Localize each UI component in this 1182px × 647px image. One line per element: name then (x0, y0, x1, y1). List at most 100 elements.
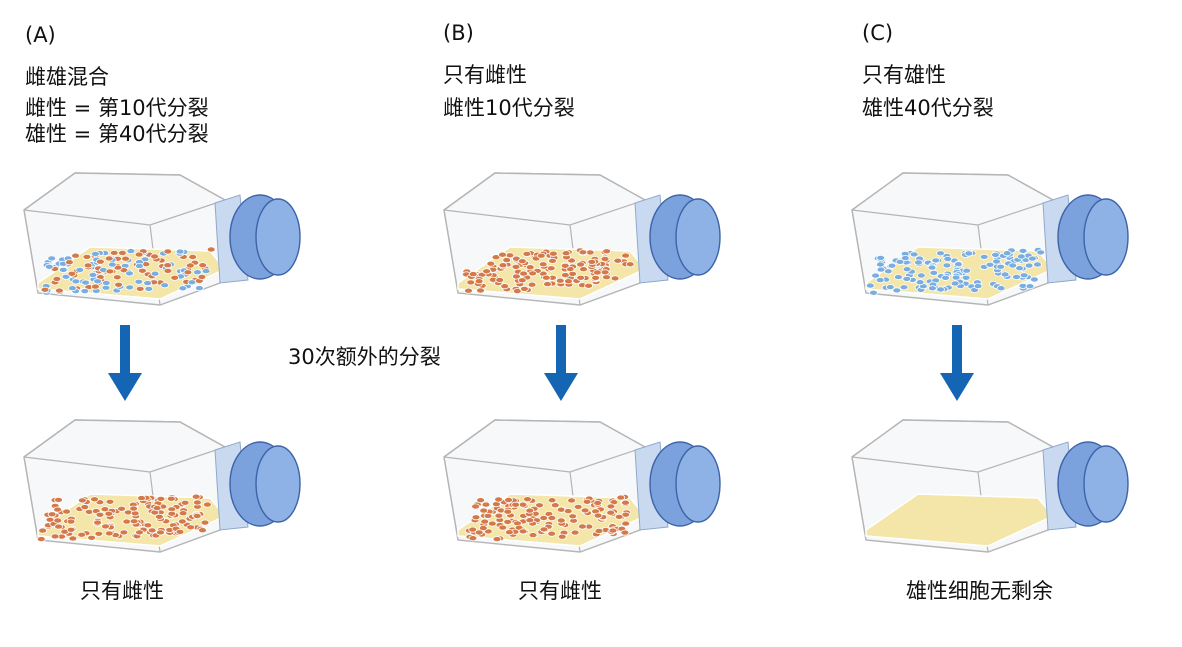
cell (71, 252, 80, 259)
cell (883, 268, 893, 275)
cell (876, 266, 886, 273)
cell (466, 279, 476, 286)
cell (962, 267, 972, 274)
cell (1024, 262, 1034, 269)
cell (1033, 261, 1042, 268)
cell-layer (464, 494, 632, 543)
cell (201, 268, 211, 275)
cell (895, 258, 905, 265)
cell (156, 529, 165, 536)
cell (202, 501, 212, 508)
cell (899, 284, 909, 291)
cell (94, 530, 104, 537)
cell (621, 499, 630, 506)
cell (53, 506, 62, 513)
cell (55, 287, 64, 294)
cell (915, 279, 925, 286)
cell (594, 528, 604, 535)
cell (474, 529, 484, 536)
cell (36, 536, 46, 543)
cell (547, 497, 557, 504)
cell (961, 274, 971, 281)
cell (591, 274, 601, 281)
arrow-down-icon (108, 325, 142, 401)
cell (150, 270, 160, 277)
cell (54, 496, 63, 503)
cell (101, 523, 110, 530)
cell (498, 251, 507, 258)
cell (487, 520, 497, 527)
cell (568, 513, 578, 520)
cell (560, 262, 570, 269)
cell (143, 280, 152, 287)
flask-a-top (23, 172, 301, 306)
cell (1015, 265, 1025, 272)
cell (592, 269, 602, 276)
cell (87, 534, 96, 541)
cell (518, 501, 528, 508)
cell (135, 263, 144, 270)
panel-a-line-2: 雌性 = 第10代分裂 (25, 96, 209, 120)
cell (495, 277, 505, 284)
cell (517, 258, 527, 265)
cell (585, 249, 595, 256)
cell (887, 262, 897, 269)
cell (557, 533, 567, 540)
arrow-down-icon (940, 325, 974, 401)
cell (183, 269, 193, 276)
cell (44, 263, 54, 270)
cell (498, 524, 508, 531)
cell (62, 508, 71, 515)
cell (40, 286, 50, 293)
cell (122, 518, 132, 525)
cell (197, 274, 207, 281)
cell (964, 250, 974, 257)
cell (175, 528, 185, 535)
cell (134, 278, 144, 285)
cell (556, 517, 566, 524)
cell (871, 272, 881, 279)
cell (117, 505, 126, 512)
cell (602, 274, 611, 281)
cell (188, 254, 198, 261)
cell (547, 530, 557, 537)
cell (91, 251, 100, 258)
cell (81, 279, 90, 286)
cell (178, 285, 188, 292)
cell (167, 510, 177, 517)
cell (523, 496, 532, 503)
cell (93, 278, 102, 285)
extra-divisions-label: 30次额外的分裂 (288, 345, 441, 369)
cell (517, 277, 527, 284)
cell (1036, 249, 1046, 256)
cell (121, 255, 130, 262)
cell (892, 287, 902, 294)
cell (90, 496, 99, 503)
cell (480, 518, 490, 525)
cell (178, 510, 188, 517)
cell (536, 252, 546, 259)
cap-face (255, 198, 301, 276)
cell (929, 269, 939, 276)
cell (527, 281, 537, 288)
cell (525, 517, 535, 524)
cell (610, 275, 620, 282)
cell (991, 251, 1000, 258)
cell (936, 250, 945, 257)
cell (563, 508, 573, 515)
cell (528, 532, 538, 539)
panel-c-letter: (C) (862, 21, 894, 45)
cell (486, 260, 496, 267)
cell (539, 526, 549, 533)
cell (538, 261, 548, 268)
cell (613, 257, 623, 264)
cell (560, 272, 570, 279)
cell (1012, 274, 1021, 281)
cell (608, 527, 618, 534)
cell (93, 519, 102, 526)
cell (78, 497, 87, 504)
cell (902, 275, 912, 282)
cell (68, 285, 77, 292)
flask-c-bottom (851, 419, 1129, 553)
cell (936, 286, 945, 293)
